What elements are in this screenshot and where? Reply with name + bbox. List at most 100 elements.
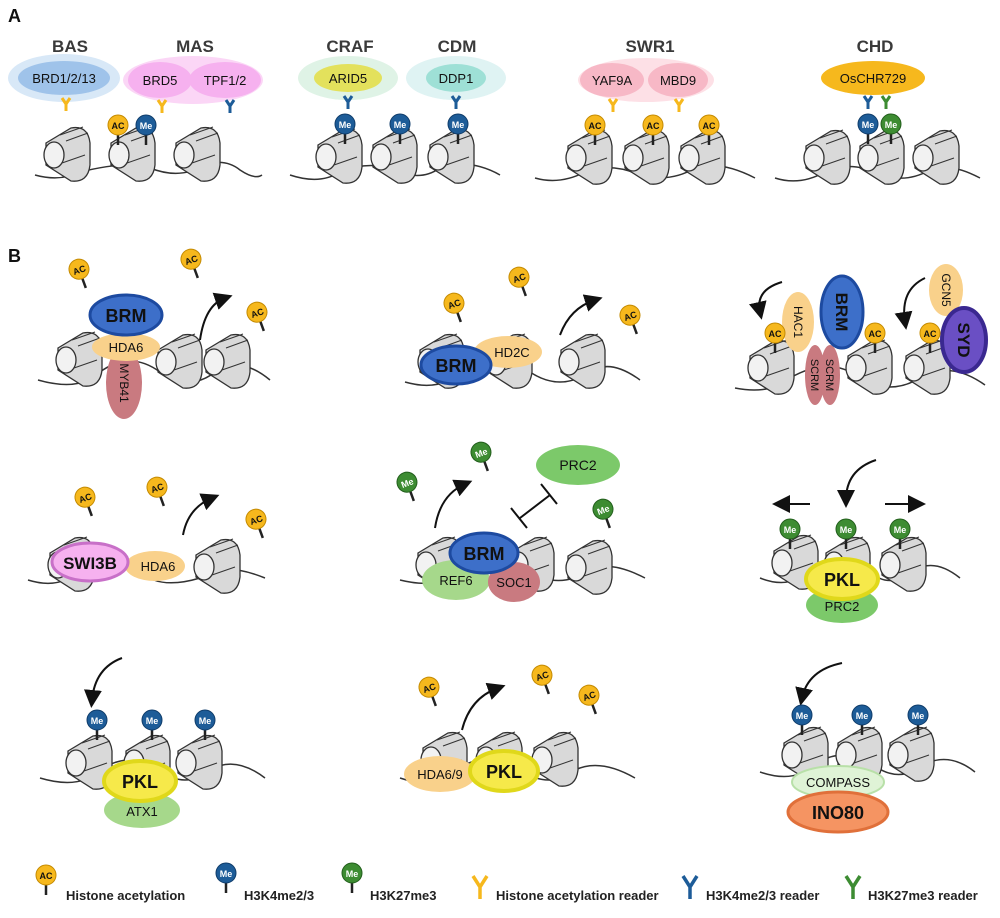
- ac-mark-icon: AC: [242, 298, 275, 336]
- cell-pkl-atx1: ATX1 PKL: [39, 657, 266, 828]
- ddp1-label: DDP1: [439, 71, 474, 86]
- ac-mark-icon: AC: [142, 473, 175, 511]
- ddp1-ellipse: [426, 64, 486, 92]
- atx1-ellipse: [104, 792, 180, 828]
- gcn5-label: GCN5: [939, 273, 953, 307]
- swi3b-ellipse: [50, 541, 130, 583]
- mas-title: MAS: [176, 37, 214, 56]
- arid5-k4-reader-icon: [342, 95, 354, 109]
- ino80-ellipse: [786, 790, 890, 834]
- tpf-ellipse: [189, 62, 261, 98]
- me-k27-mark-icon: Me: [588, 495, 621, 533]
- svg-text:AC: AC: [112, 121, 125, 131]
- brm-ellipse: [88, 293, 164, 337]
- scrm-label: SCRM: [823, 359, 835, 391]
- pkl-label: PKL: [122, 772, 158, 792]
- svg-text:Me: Me: [140, 121, 153, 131]
- mbd9-label: MBD9: [660, 73, 696, 88]
- cell-brm-hd2c: HD2C BRM: [404, 294, 641, 389]
- me-k4-mark-icon: Me: [790, 703, 814, 737]
- ref6-label: REF6: [439, 573, 472, 588]
- ac-mark-icon: AC: [70, 483, 103, 521]
- svg-text:AC: AC: [71, 263, 87, 277]
- panel-b-label: B: [8, 246, 21, 266]
- me-k4-mark-icon: Me: [193, 708, 217, 742]
- legend-label-ac-reader: Histone acetylation reader: [496, 888, 659, 903]
- brm-label: BRM: [436, 356, 477, 376]
- prc2-label: PRC2: [559, 457, 597, 473]
- legend-ac-reader-icon: [471, 875, 489, 899]
- legend-label-k27-reader: H3K27me3 reader: [868, 888, 978, 903]
- me-k4-mark-icon: Me: [446, 112, 470, 146]
- swr1-title: SWR1: [625, 37, 674, 56]
- myb41-label: MYB41: [117, 363, 131, 403]
- me-k4-mark-icon: Me: [906, 703, 930, 737]
- scrm-ellipse: [820, 345, 840, 405]
- brm-label: BRM: [106, 306, 147, 326]
- legend-me-k4-mark-icon: Me: [214, 861, 238, 895]
- svg-text:AC: AC: [589, 121, 602, 131]
- nucleosome: [622, 129, 670, 185]
- me-k4-mark-icon: Me: [856, 112, 880, 146]
- ac-mark-icon: AC: [641, 113, 665, 147]
- cell-compass-ino80: COMPASS INO80: [759, 662, 976, 834]
- cell-brm-hda6-myb41: MYB41 HDA6 BRM: [37, 292, 271, 419]
- syd-label: SYD: [954, 323, 973, 358]
- nucleosome: [803, 129, 851, 185]
- ac-mark-icon: AC: [918, 321, 942, 355]
- svg-text:AC: AC: [622, 309, 638, 323]
- brd5-label: BRD5: [143, 73, 178, 88]
- svg-text:Me: Me: [474, 446, 489, 460]
- ac-mark-icon: AC: [64, 255, 97, 293]
- pkl-ellipse: [468, 749, 540, 793]
- oschr729-label: OsCHR729: [840, 71, 906, 86]
- ino80-label: INO80: [812, 803, 864, 823]
- atx1-label: ATX1: [126, 804, 158, 819]
- ac-mark-icon: AC: [863, 321, 887, 355]
- svg-text:Me: Me: [885, 120, 898, 130]
- yaf9a-ac-reader-icon: [607, 98, 619, 112]
- hda6-ellipse: [92, 333, 160, 361]
- cell-hda69-pkl: HDA6/9 PKL: [399, 682, 636, 793]
- ac-mark-icon: AC: [439, 289, 472, 327]
- svg-text:AC: AC: [149, 481, 165, 495]
- tpf-k4-reader-icon: [224, 99, 236, 113]
- cell-brm-ref6-soc1: PRC2 REF6 SOC1 BRM: [399, 445, 646, 602]
- svg-text:AC: AC: [534, 669, 550, 683]
- prc2-label: PRC2: [825, 599, 860, 614]
- me-k27-mark-icon: Me: [778, 517, 802, 551]
- svg-text:AC: AC: [421, 681, 437, 695]
- yaf9a-ellipse: [580, 63, 644, 97]
- pkl-label: PKL: [486, 762, 522, 782]
- svg-text:Me: Me: [394, 120, 407, 130]
- ac-mark-icon: AC: [106, 113, 130, 147]
- svg-text:Me: Me: [796, 711, 809, 721]
- soc1-label: SOC1: [496, 575, 531, 590]
- nucleosome: [427, 128, 475, 184]
- legend-k27-reader-icon: [844, 875, 862, 899]
- myb41-ellipse: [106, 347, 142, 419]
- svg-text:Me: Me: [220, 869, 233, 879]
- syd-ellipse: [940, 306, 988, 374]
- svg-text:Me: Me: [862, 120, 875, 130]
- mbd9-ellipse: [648, 63, 708, 97]
- me-k27-mark-icon: Me: [392, 468, 425, 506]
- svg-text:AC: AC: [77, 491, 93, 505]
- svg-text:AC: AC: [703, 121, 716, 131]
- yaf9a-label: YAF9A: [592, 73, 633, 88]
- swi3b-label: SWI3B: [63, 554, 117, 573]
- nucleosome: [857, 129, 905, 185]
- nucleosome: [43, 126, 91, 182]
- cell-swi3b-hda6: HDA6 SWI3B: [27, 493, 266, 594]
- svg-text:Me: Me: [400, 476, 415, 490]
- compass-label: COMPASS: [806, 775, 870, 790]
- soc1-ellipse: [488, 562, 540, 602]
- hda6-label: HDA6: [141, 559, 176, 574]
- brm-ellipse: [819, 274, 865, 350]
- svg-text:Me: Me: [346, 869, 359, 879]
- gcn5-ellipse: [929, 264, 963, 316]
- svg-text:AC: AC: [647, 121, 660, 131]
- panel-a-label: A: [8, 6, 21, 26]
- ac-mark-icon: AC: [615, 301, 648, 339]
